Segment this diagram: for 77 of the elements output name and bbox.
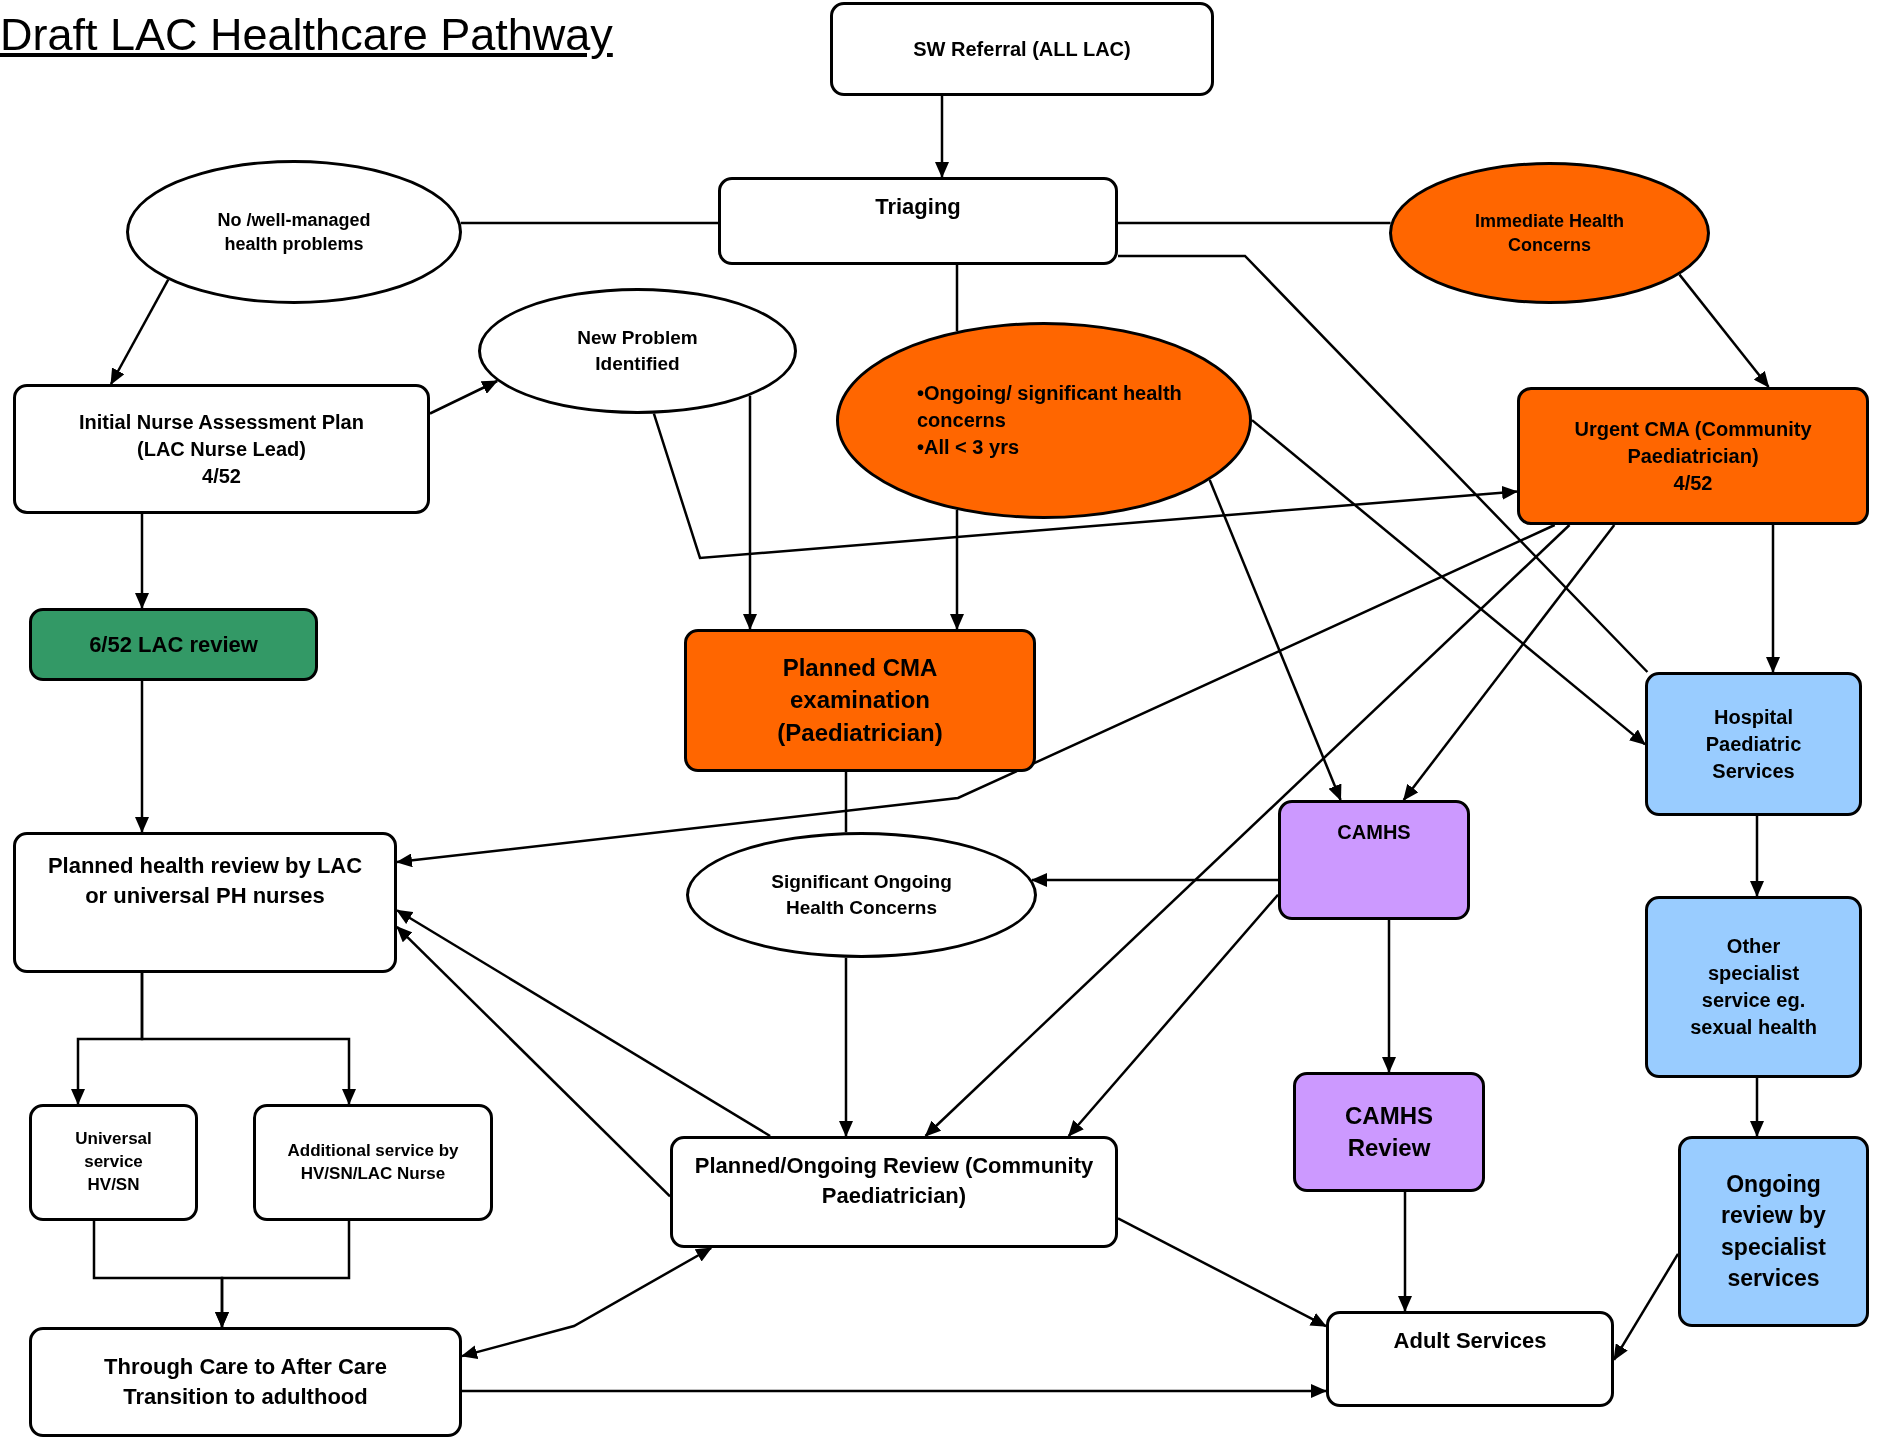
arrow xyxy=(462,1384,1327,1398)
arrow xyxy=(1402,524,1616,801)
connector-line xyxy=(955,265,959,331)
arrow xyxy=(396,909,771,1138)
node-label: Adult Services xyxy=(1393,1327,1547,1355)
node-label: Ongoing review by specialist services xyxy=(1720,1170,1827,1293)
process-box xyxy=(718,177,1118,265)
node-label: 4/52 xyxy=(202,463,241,489)
arrow xyxy=(1208,479,1342,801)
node-label: New Problem Identified xyxy=(576,326,699,376)
process-box xyxy=(1326,1311,1614,1407)
node-label: 4/52 xyxy=(1673,470,1713,496)
arrow xyxy=(1750,1078,1764,1137)
connector-line xyxy=(1118,254,1649,673)
arrow xyxy=(1398,1192,1412,1312)
arrow xyxy=(743,395,757,630)
node-label: Other specialist service eg. sexual health xyxy=(1689,934,1818,1040)
process-box xyxy=(29,1327,462,1437)
node-label: 6/52 LAC review xyxy=(89,630,258,659)
connector-line xyxy=(1118,221,1391,225)
node-label: Triaging xyxy=(875,193,961,221)
diagram-title: Draft LAC Healthcare Pathway xyxy=(0,8,613,62)
process-box xyxy=(830,2,1214,96)
arrow xyxy=(1612,1253,1680,1361)
arrow xyxy=(215,1221,351,1328)
process-box xyxy=(684,629,1036,772)
node-label: Planned/Ongoing Review (Community Paediatrician) xyxy=(693,1152,1095,1210)
arrow xyxy=(396,925,671,1198)
node-label: •All < 3 yrs xyxy=(917,435,1020,460)
arrow xyxy=(461,1246,713,1359)
arrow xyxy=(950,510,964,630)
arrow xyxy=(1766,525,1780,673)
node-label: Significant Ongoing Health Concerns xyxy=(770,870,953,920)
node-label: CAMHS xyxy=(1337,820,1411,845)
connector-line xyxy=(460,221,718,225)
node-label: Universal service HV/SN xyxy=(74,1128,153,1196)
process-box xyxy=(1645,896,1862,1078)
arrow xyxy=(924,524,1571,1137)
arrow xyxy=(1382,920,1396,1073)
node-label: Immediate Health Concerns xyxy=(1473,209,1625,257)
arrow xyxy=(1117,1217,1327,1328)
arrow xyxy=(935,96,949,178)
connector-line xyxy=(844,772,848,833)
node-label: No /well-managed health problems xyxy=(216,208,372,256)
arrow xyxy=(839,957,853,1137)
process-box xyxy=(1645,672,1862,816)
node-label: Initial Nurse Assessment Plan (LAC Nurse Lead) xyxy=(78,409,365,462)
process-box xyxy=(13,832,397,973)
node-label: Urgent CMA (Community Paediatrician) xyxy=(1573,416,1813,469)
arrow xyxy=(652,413,1518,560)
arrow xyxy=(135,514,149,609)
arrow xyxy=(396,523,1556,868)
arrow xyxy=(1750,816,1764,897)
process-box xyxy=(670,1136,1118,1248)
arrow xyxy=(1251,419,1646,746)
arrow xyxy=(1678,273,1770,388)
node-label: CAMHS Review xyxy=(1344,1100,1434,1163)
process-box xyxy=(1293,1072,1485,1192)
node-label: Planned CMA examination (Paediatrician) xyxy=(776,652,944,748)
process-box xyxy=(253,1104,493,1221)
process-box xyxy=(13,384,430,514)
node-label: Additional service by HV/SN/LAC Nurse xyxy=(286,1139,460,1185)
arrow xyxy=(1067,894,1279,1137)
arrow xyxy=(109,279,170,385)
node-label: Hospital Paediatric Services xyxy=(1704,704,1803,784)
arrow xyxy=(135,681,149,833)
process-box xyxy=(1678,1136,1869,1327)
node-label: Planned health review by LAC or universal PH nurses xyxy=(46,852,364,910)
node-label: Through Care to After Care Transition to adulthood xyxy=(103,1353,388,1411)
arrow xyxy=(140,973,356,1105)
node-label: •Ongoing/ significant health concerns xyxy=(917,381,1183,433)
process-box xyxy=(29,1104,198,1221)
process-box xyxy=(29,608,318,681)
node-label: SW Referral (ALL LAC) xyxy=(913,36,1131,62)
process-box xyxy=(1278,800,1470,920)
process-box xyxy=(1517,387,1869,525)
arrow xyxy=(429,379,499,415)
